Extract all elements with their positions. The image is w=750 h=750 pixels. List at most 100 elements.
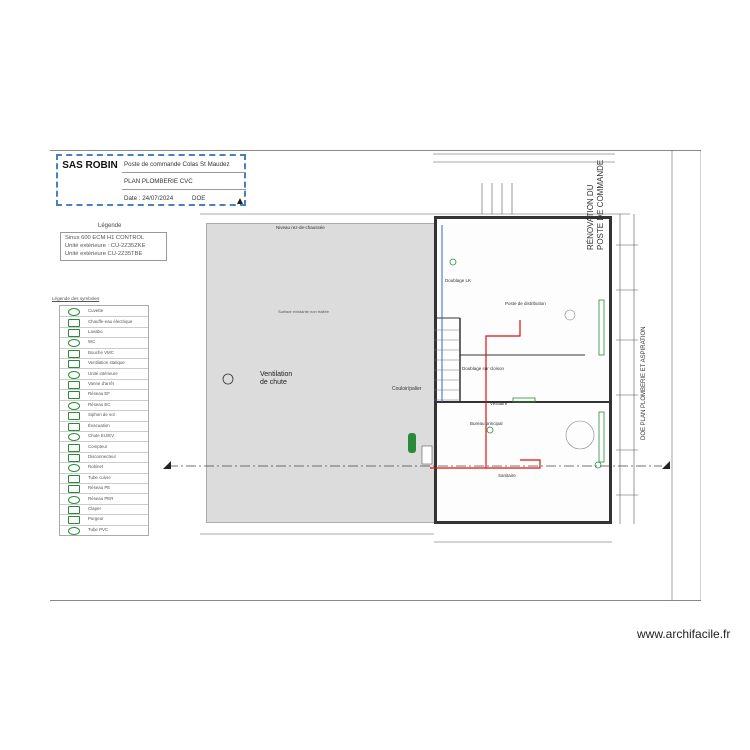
symbol-row-divider — [60, 347, 148, 349]
heating-pipe — [485, 320, 521, 468]
symbol-label: Disconnecteur — [88, 453, 117, 459]
legend-title: Légende — [98, 223, 122, 229]
symbol-icon — [68, 412, 80, 421]
symbol-row-divider — [60, 378, 148, 380]
ventilation-symbol — [222, 373, 234, 385]
renovated-area — [434, 216, 612, 524]
legend-item: Unité extérieure CU-2Z35TBE — [65, 251, 143, 257]
symbol-label: Chauffe-eau électrique — [88, 318, 133, 324]
symbol-icon — [68, 381, 80, 390]
symbol-label: Tube PVC — [88, 526, 109, 532]
symbol-label: Cuvette — [88, 308, 104, 314]
symbol-label: Chute EU/EV — [88, 433, 115, 439]
symbol-label: Tube cuivre — [88, 474, 111, 480]
symbol-icon — [68, 443, 80, 452]
room-label: Vestiaire — [490, 401, 508, 406]
symbol-row-divider — [60, 326, 148, 328]
symbol-label: Unité intérieure — [88, 370, 118, 376]
symbol-row-divider — [60, 451, 148, 453]
symbol-label: Réseau PER — [88, 495, 114, 501]
drain-symbol — [594, 461, 602, 469]
plan-name: PLAN PLOMBERIE CVC — [124, 178, 193, 185]
symbol-icon — [68, 349, 80, 358]
existing-area — [206, 223, 436, 523]
radiator — [598, 299, 605, 356]
symbol-label: Clapet — [88, 505, 101, 511]
symbol-icon — [68, 516, 80, 525]
symbol-row-divider — [60, 358, 148, 360]
symbol-label: Réseau PE — [88, 485, 111, 491]
symbol-row-divider — [60, 503, 148, 505]
section-marker — [163, 461, 171, 469]
symbol-icon — [68, 329, 80, 338]
symbol-icon — [68, 422, 80, 431]
symbol-row-divider — [60, 368, 148, 370]
legend-item: Sinus 600 ECM H1 CONTROL — [65, 235, 145, 241]
section-marker — [662, 461, 670, 469]
symbol-icon — [68, 453, 80, 462]
symbol-row-divider — [60, 482, 148, 484]
symbol-label: Réseau EF — [88, 391, 110, 397]
symbol-row-divider — [60, 524, 148, 526]
drain-symbol — [449, 258, 457, 266]
watermark: www.archifacile.fr — [637, 627, 731, 641]
heating-pipe — [430, 459, 541, 469]
symbol-row-divider — [60, 462, 148, 464]
symbol-row-divider — [60, 316, 148, 318]
sheet-frame — [50, 150, 701, 601]
symbol-icon — [68, 474, 80, 483]
symbol-row-divider — [60, 493, 148, 495]
symbol-label: Lavabo — [88, 329, 103, 335]
symbol-icon — [68, 401, 80, 410]
title-divider — [122, 172, 246, 173]
symbol-label: Compteur — [88, 443, 108, 449]
room-label: Bureau principal — [470, 421, 503, 426]
symbol-row-divider — [60, 399, 148, 401]
symbol-row-divider — [60, 430, 148, 432]
symbol-icon — [68, 370, 80, 379]
symbol-row-divider — [60, 472, 148, 474]
room-label: Sanitaire — [498, 473, 516, 478]
plan-phase: DOE — [192, 195, 206, 202]
symbol-label: Siphon de sol — [88, 412, 115, 418]
symbol-label: Ventilation statique — [88, 360, 125, 366]
symbol-icon — [68, 308, 80, 317]
legend-item: Unité extérieure : CU-2Z35ZKE — [65, 243, 146, 249]
symbol-label: Réseau EC — [88, 401, 111, 407]
symbol-icon — [68, 360, 80, 369]
legend-box: Sinus 600 ECM H1 CONTROL Unité extérieur… — [60, 232, 167, 261]
symbol-icon — [68, 485, 80, 494]
drain-symbol — [486, 426, 494, 434]
symbol-icon — [68, 339, 80, 348]
fixture-symbol — [564, 309, 576, 321]
radiator — [598, 411, 605, 463]
symbol-icon — [68, 526, 80, 535]
room-label: Doublage LK — [445, 278, 471, 283]
symbol-row-divider — [60, 420, 148, 422]
symbol-row-divider — [60, 410, 148, 412]
table-symbol — [565, 420, 595, 450]
symbol-row-divider — [60, 337, 148, 339]
drawing-sheet: SAS ROBIN Poste de commande Colas St Mau… — [50, 150, 701, 601]
company-name: SAS ROBIN — [62, 160, 118, 171]
corridor-label: Couloir/palier — [392, 386, 422, 392]
title-divider — [122, 189, 246, 190]
symbol-icon — [68, 505, 80, 514]
control-panel — [421, 445, 433, 465]
symbol-label: Vanne d'arrêt — [88, 381, 114, 387]
level-label: Niveau rez-de-chaussée — [276, 225, 325, 230]
symbol-icon — [68, 391, 80, 400]
symbol-row-divider — [60, 441, 148, 443]
room-label: Poste de distribution — [505, 301, 546, 306]
symbol-label: Évacuation — [88, 422, 110, 428]
symbol-icon — [68, 464, 80, 473]
symbol-label: Bouche VMC — [88, 349, 114, 355]
title-block: SAS ROBIN Poste de commande Colas St Mau… — [56, 154, 246, 206]
plan-drawing: Doublage LK Poste de distributionDoublage… — [163, 150, 701, 601]
plan-date: Date : 24/07/2024 — [124, 195, 174, 202]
room-label: Doublage sur cloison — [462, 366, 505, 371]
symbol-icon — [68, 495, 80, 504]
symbols-header: Légende des symboles — [52, 296, 100, 301]
symbol-label: Purgeur — [88, 516, 104, 522]
radiator — [512, 397, 536, 403]
